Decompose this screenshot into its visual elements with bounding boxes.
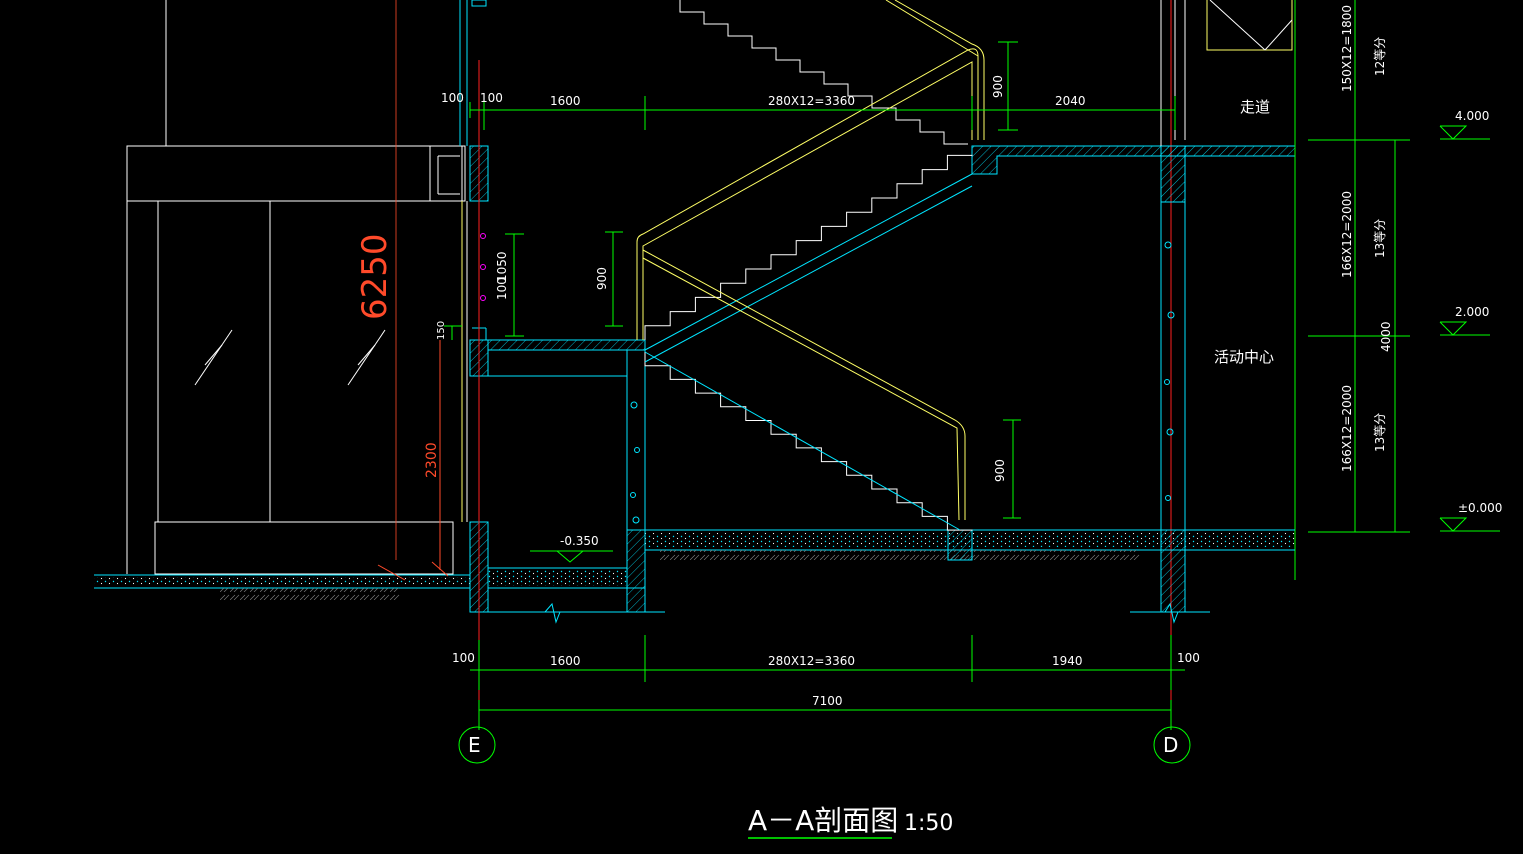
dim-right-4000: 4000	[1379, 321, 1393, 352]
flight-slabs	[644, 173, 973, 531]
dim-bot-1600: 1600	[550, 654, 581, 668]
mid-landing	[487, 339, 646, 531]
dim-right-f3: 166X12=2000	[1340, 385, 1354, 472]
drawing-scale: 1:50	[904, 811, 953, 836]
dim-top-100b: 100	[480, 91, 503, 105]
dim-right-f3-eq: 13等分	[1373, 413, 1387, 452]
stair-top-flight	[679, 0, 968, 145]
upper-slab	[971, 145, 1296, 203]
stair-lower-flight	[644, 352, 973, 531]
dim-6250: 6250	[355, 233, 395, 320]
stair-flights	[644, 0, 973, 531]
dim-1050: 1050	[495, 251, 509, 282]
dim-right-f2: 166X12=2000	[1340, 191, 1354, 278]
entrance-canopy	[126, 0, 466, 575]
level-4000: 4.000	[1455, 109, 1489, 123]
markers	[480, 233, 486, 301]
wall-e	[459, 0, 489, 613]
wall-d	[1160, 0, 1296, 613]
dimension-lines	[444, 0, 1500, 730]
dim-right-f1: 150X12=1800	[1340, 5, 1354, 92]
dim-2300: 2300	[424, 442, 440, 478]
dim-rail-900-top: 900	[991, 75, 1005, 98]
ground-left	[94, 574, 470, 602]
dim-right-f1-eq: 12等分	[1373, 37, 1387, 76]
axis-d-label: D	[1163, 733, 1178, 757]
dim-bot-3360: 280X12=3360	[768, 654, 855, 668]
level-0: ±0.000	[1458, 501, 1502, 515]
dim-bot-1940: 1940	[1052, 654, 1083, 668]
dim-bot-100a: 100	[452, 651, 475, 665]
ground-slab	[480, 529, 1295, 624]
dim-top-3360: 280X12=3360	[768, 94, 855, 108]
dim-bot-100b: 100	[1177, 651, 1200, 665]
dim-rail-900-bot: 900	[993, 459, 1007, 482]
dim-100: 100	[495, 277, 509, 300]
overall-height-dims	[377, 340, 449, 581]
drawing-title: A－A剖面图	[748, 804, 898, 837]
annotation-text: 100 100 1600 280X12=3360 2040 100 1600 2…	[355, 5, 1502, 837]
corridor-window	[1206, 0, 1293, 51]
level-2000: 2.000	[1455, 305, 1489, 319]
handrails	[636, 0, 985, 521]
room-activity: 活动中心	[1214, 348, 1274, 366]
axis-bubbles	[458, 726, 1191, 764]
dim-right-f2-eq: 13等分	[1373, 219, 1387, 258]
dim-top-1600: 1600	[550, 94, 581, 108]
axis-e-label: E	[468, 733, 481, 757]
dim-150: 150	[436, 321, 447, 340]
level-neg-0350: -0.350	[560, 534, 599, 548]
room-corridor: 走道	[1240, 98, 1270, 116]
stair-upper-flight	[644, 154, 973, 340]
dim-total-7100: 7100	[812, 694, 843, 708]
dim-top-2040: 2040	[1055, 94, 1086, 108]
dim-top-100a: 100	[441, 91, 464, 105]
dim-rail-900-mid: 900	[595, 267, 609, 290]
